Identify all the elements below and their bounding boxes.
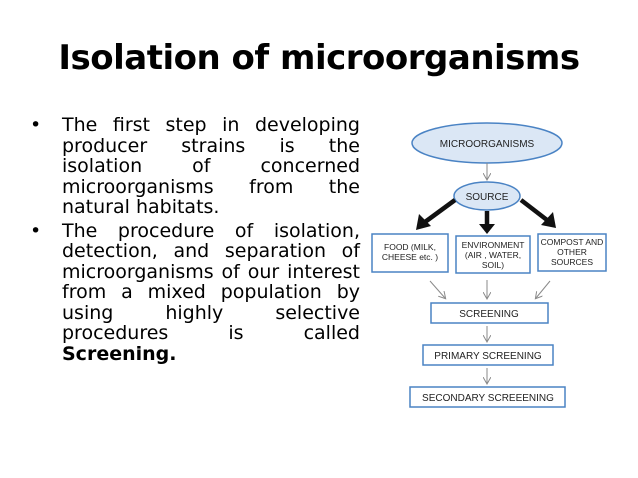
environment-box	[455, 235, 531, 274]
bullet-emphasis: Screening.	[62, 342, 177, 365]
bold-arrows	[416, 198, 556, 234]
compost-box	[537, 233, 607, 272]
food-line-2: CHEESE etc. )	[382, 252, 438, 262]
root-label: MICROORGANISMS	[440, 139, 535, 150]
source-ellipse	[453, 181, 521, 211]
bullet-item: • The procedure of isolation, detection,…	[30, 219, 360, 365]
bold-arrowhead-middle	[479, 224, 495, 234]
compost-line-3: SOURCES	[551, 257, 593, 267]
primary-screening-box	[422, 344, 554, 366]
compost-line-1: COMPOST AND	[541, 237, 604, 247]
bold-arrow-left	[423, 198, 457, 224]
environment-line-2: (AIR , WATER,	[465, 250, 521, 260]
primary-screening-label: PRIMARY SCREENING	[434, 351, 542, 362]
bullet-item: • The first step in developing producer …	[30, 115, 360, 218]
compost-line-2: OTHER	[557, 247, 587, 257]
bullet-text: The first step in developing producer st…	[62, 114, 360, 218]
screening-label: SCREENING	[459, 309, 519, 320]
secondary-screening-label: SECONDARY SCREEENING	[422, 393, 554, 404]
food-box	[371, 233, 449, 273]
bold-arrow-right	[519, 198, 549, 222]
bullet-list: • The first step in developing producer …	[30, 115, 360, 367]
food-line-1: FOOD (MILK,	[384, 242, 436, 252]
bold-arrowhead-left	[416, 214, 431, 230]
bullet-icon: •	[30, 114, 42, 136]
slide-title: Isolation of microorganisms	[58, 38, 580, 78]
bullet-text: The procedure of isolation, detection, a…	[62, 219, 360, 344]
environment-line-1: ENVIRONMENT	[462, 240, 525, 250]
bold-arrowhead-right	[541, 212, 556, 228]
bullet-icon: •	[30, 219, 42, 242]
secondary-screening-box	[409, 386, 566, 408]
environment-line-3: SOIL)	[482, 260, 504, 270]
arrow-food-to-screening	[429, 280, 445, 298]
arrow-compost-to-screening	[536, 280, 551, 298]
screening-box	[430, 302, 549, 324]
source-label: SOURCE	[466, 192, 509, 203]
